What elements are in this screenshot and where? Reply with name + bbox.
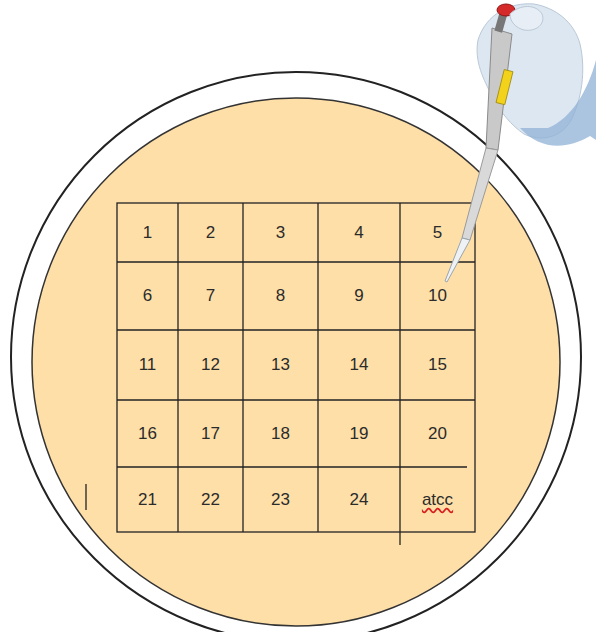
well-number: 16 xyxy=(138,424,157,443)
well-number: atcc xyxy=(422,490,453,509)
well-number: 24 xyxy=(350,490,369,509)
grid-line xyxy=(117,466,467,467)
well-number: 22 xyxy=(201,490,220,509)
grid-border xyxy=(117,203,475,532)
well-number: 2 xyxy=(206,223,215,242)
well-number: 12 xyxy=(201,356,220,375)
well-number: 21 xyxy=(138,490,157,509)
tick-mark xyxy=(85,484,86,510)
well-number: 13 xyxy=(271,356,290,375)
grid-line xyxy=(399,203,400,545)
well-number: 4 xyxy=(354,223,363,242)
well-number: 20 xyxy=(428,424,447,443)
pipette-tip xyxy=(445,238,470,282)
well-number: 17 xyxy=(201,424,220,443)
well-grid xyxy=(117,203,475,545)
grid-line xyxy=(242,203,243,532)
well-number: 7 xyxy=(206,287,215,306)
grid-line xyxy=(317,203,318,532)
grid-line xyxy=(117,329,475,330)
well-number: 1 xyxy=(143,223,152,242)
well-number: 18 xyxy=(271,424,290,443)
pipette-body xyxy=(486,28,512,150)
well-number: 23 xyxy=(271,490,290,509)
grid-line xyxy=(177,203,178,532)
well-number: 15 xyxy=(428,356,447,375)
well-number: 5 xyxy=(433,223,442,242)
well-number: 10 xyxy=(428,287,447,306)
well-number: 9 xyxy=(354,287,363,306)
agar-medium xyxy=(32,98,560,626)
glove-shadow xyxy=(520,60,596,146)
dish-rim xyxy=(11,72,581,632)
well-number: 11 xyxy=(139,356,157,375)
well-number: 8 xyxy=(276,287,285,306)
grid-line xyxy=(117,399,475,400)
well-number: 19 xyxy=(350,424,369,443)
glove-thumb xyxy=(510,7,543,31)
pipette-shaft xyxy=(462,148,498,240)
well-number: 6 xyxy=(143,287,152,306)
well-number: 14 xyxy=(350,356,369,375)
well-number: 3 xyxy=(276,223,285,242)
grid-line xyxy=(117,261,475,262)
pipette-illustration xyxy=(445,4,596,282)
pipette-label xyxy=(496,70,513,105)
